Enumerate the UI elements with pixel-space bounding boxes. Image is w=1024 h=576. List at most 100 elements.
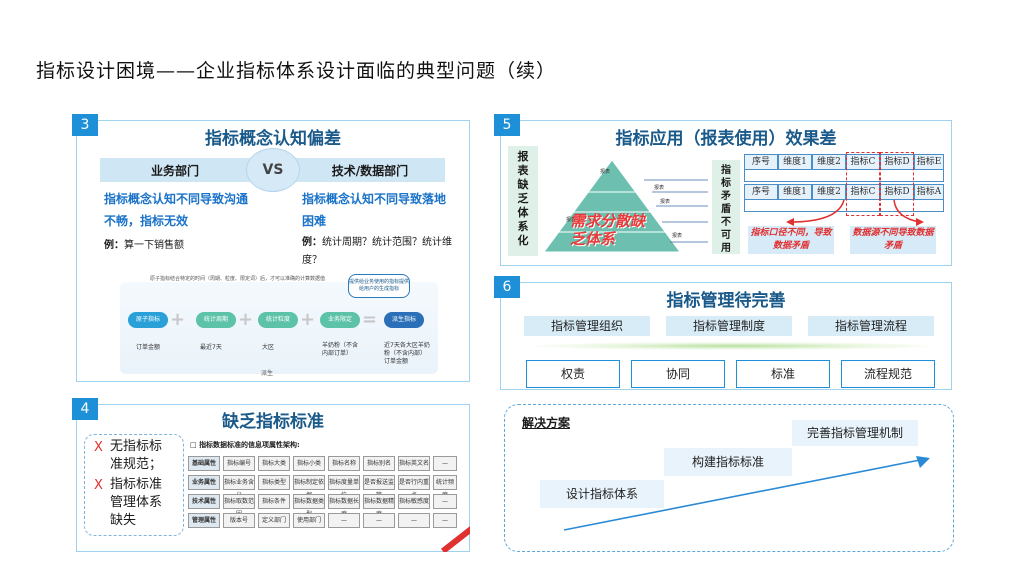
pyramid-label: 报表 <box>600 169 611 175</box>
metric-table-top-body <box>744 170 944 182</box>
highlight-metric-c <box>846 152 880 216</box>
equals-icon: = <box>362 309 378 330</box>
attribute-cell: 定义部门 <box>258 513 290 528</box>
vs-label: VS <box>262 162 284 178</box>
x-icon: X <box>94 478 103 493</box>
example-period: 最近7天 <box>200 344 222 351</box>
panel-number-4: 4 <box>72 398 98 420</box>
solution-box <box>504 404 954 552</box>
attribute-cell: 指标度量单位 <box>328 475 360 499</box>
pyramid-label: 报表 <box>672 233 683 239</box>
note-caliber-conflict: 指标口径不同，导致数据矛盾 <box>748 226 834 254</box>
attribute-category-cell: 业务属性 <box>188 475 220 490</box>
business-problem-text: 指标概念认知不同导致沟通不畅，指标无效 <box>104 192 249 228</box>
plus-icon: + <box>300 309 316 330</box>
pyramid-label: 报表 <box>566 217 577 223</box>
metric-table-header-cell: 维度2 <box>812 154 846 170</box>
attribute-cell: — <box>398 513 430 528</box>
metric-table-header-cell: 维度1 <box>778 184 812 200</box>
pyramid-headline: 需求分散缺乏体系 <box>570 212 646 248</box>
panel-title-report-usage: 指标应用（报表使用）效果差 <box>615 129 837 149</box>
diagram-caption: 原子指标结合特定的时间（周期、粒度、限定词）后，才可以准确的计算数据值 <box>150 276 326 282</box>
attribute-table-title-text: 指标数据标准的信息项属性架构: <box>199 441 300 449</box>
example-qualifier: 羊奶粉（不含内部订单） <box>322 342 359 357</box>
attribute-cell: 是否报送监管 <box>363 475 395 499</box>
missing-list-box <box>84 434 184 536</box>
attribute-category-cell: 管理属性 <box>188 513 220 528</box>
attribute-cell: 指标业务含义 <box>223 475 255 499</box>
attribute-cell: 指标取数范围 <box>223 494 255 518</box>
attribute-cell: 指标条件 <box>258 494 290 509</box>
node-business-qualifier: 业务限定 <box>320 312 360 328</box>
mgmt-process-spec: 流程规范 <box>841 360 935 388</box>
tech-example-text: 统计周期？统计范围？统计维度？ <box>302 237 452 266</box>
attribute-cell: 指标编号 <box>223 456 255 471</box>
business-dept-label: 业务部门 <box>150 164 199 178</box>
metric-table-header-cell: 维度1 <box>778 154 812 170</box>
metric-table-bottom-body <box>744 200 944 212</box>
pyramid-diagram <box>543 159 708 253</box>
missing-item-1: 无指标标准规范； <box>110 439 163 472</box>
slide-title: 指标设计困境——企业指标体系设计面临的典型问题（续） <box>36 60 557 82</box>
business-example: 例：算一下销售额 <box>104 236 184 251</box>
pyramid-label: 报表 <box>660 199 671 205</box>
attribute-table-title: □ 指标数据标准的信息项属性架构: <box>190 440 300 450</box>
step-improve-mechanism: 完善指标管理机制 <box>792 420 918 446</box>
panel-number-5: 5 <box>494 114 520 136</box>
panel-number-6: 6 <box>494 276 520 298</box>
mgmt-policy: 指标管理制度 <box>666 316 792 336</box>
node-stat-period: 统计周期 <box>196 312 236 328</box>
attribute-cell: 指标数据长度 <box>328 494 360 518</box>
mgmt-responsibility: 权责 <box>526 360 620 388</box>
attribute-cell: 是否行内重点 <box>398 475 430 499</box>
plus-icon: + <box>238 309 254 330</box>
metric-conflict-label: 指标矛盾不可用 <box>712 160 740 254</box>
metric-table-header-cell: 维度2 <box>812 184 846 200</box>
metric-table-header-cell: 指标E <box>914 154 944 170</box>
panel-number-3: 3 <box>72 114 98 136</box>
attribute-cell: 指标敏感度 <box>398 494 430 509</box>
arrow-icon <box>893 199 924 226</box>
tech-example: 例：统计周期？统计范围？统计维度？ <box>302 234 452 270</box>
step-build-standard: 构建指标标准 <box>664 448 792 476</box>
report-no-system-label: 报表缺乏体系化 <box>508 146 538 256</box>
attribute-cell: 版本号 <box>223 513 255 528</box>
tech-problem-text: 指标概念认知不同导致落地困难 <box>302 192 447 228</box>
mgmt-organization: 指标管理组织 <box>524 316 650 336</box>
metric-table-header-cell: 序号 <box>744 154 778 170</box>
metric-table-header-cell: 指标A <box>914 184 944 200</box>
attribute-table: 基础属性指标编号指标大类指标小类指标名称指标别名指标英文名—业务属性指标业务含义… <box>188 456 464 534</box>
pyramid-shape <box>543 159 681 253</box>
attribute-cell: — <box>433 494 457 509</box>
attribute-cell: 指标英文名 <box>398 456 430 471</box>
attribute-category-cell: 基础属性 <box>188 456 220 471</box>
vs-badge <box>246 148 300 192</box>
panel-title-lack-standard: 缺乏指标标准 <box>222 412 324 432</box>
mgmt-collaboration: 协同 <box>631 360 725 388</box>
panel-title-concept-bias: 指标概念认知偏差 <box>205 129 341 149</box>
solution-title: 解决方案 <box>522 416 571 430</box>
panel-title-management: 指标管理待完善 <box>666 291 786 311</box>
square-icon: □ <box>190 441 200 449</box>
attribute-category-cell: 技术属性 <box>188 494 220 509</box>
tech-dept-label: 技术/数据部门 <box>331 164 409 178</box>
attribute-cell: — <box>433 456 457 471</box>
attribute-cell: — <box>363 513 395 528</box>
highlight-metric-d <box>880 152 914 216</box>
note-source-conflict: 数据源不同导致数据矛盾 <box>850 226 936 254</box>
tech-example-label: 例： <box>302 237 322 248</box>
attribute-cell: 指标制定依据 <box>293 475 325 499</box>
trend-arrow-icon <box>563 456 930 531</box>
attribute-cell: 指标大类 <box>258 456 290 471</box>
node-atomic-metric: 原子指标 <box>128 312 168 328</box>
diagram-footer: 派生 <box>260 370 273 377</box>
node-derived-metric: 派生指标 <box>384 312 424 328</box>
example-granularity: 大区 <box>262 344 275 351</box>
attribute-cell: — <box>328 513 360 528</box>
attribute-cell: 指标小类 <box>293 456 325 471</box>
mgmt-process: 指标管理流程 <box>808 316 934 336</box>
mgmt-standard: 标准 <box>736 360 830 388</box>
attribute-cell: 统计频度 <box>433 475 457 499</box>
